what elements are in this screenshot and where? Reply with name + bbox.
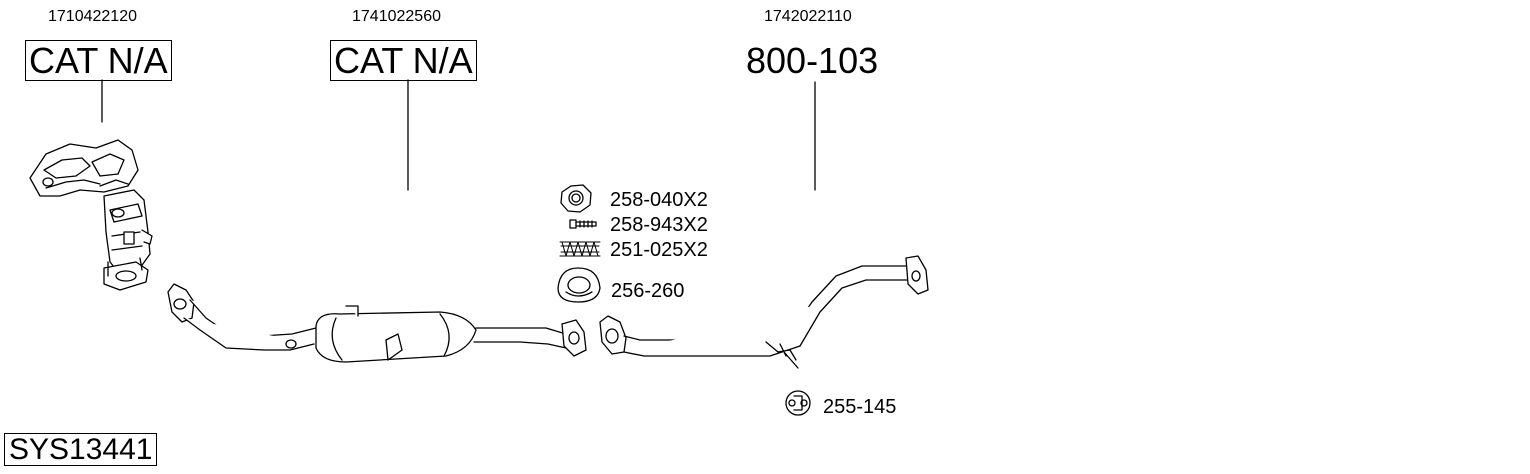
spring-icon [559, 241, 601, 257]
system-id-box: SYS13441 [4, 433, 158, 466]
part-box-manifold: CAT N/A [25, 40, 172, 81]
hardware-code-spring: 251-025X2 [610, 239, 708, 261]
hardware-code-nut: 258-040X2 [610, 189, 708, 211]
center-pipe-icon [599, 255, 929, 369]
gasket-ring-icon [557, 267, 601, 303]
hardware-code-hanger: 255-145 [823, 396, 897, 418]
oem-number-front-pipe: 1741022560 [352, 8, 441, 25]
hardware-code-bolt: 258-943X2 [610, 214, 708, 236]
oem-number-center-pipe: 1742022110 [764, 8, 852, 25]
oem-number-manifold: 1710422120 [48, 8, 137, 25]
part-box-front-pipe: CAT N/A [330, 40, 477, 81]
rubber-hanger-icon [785, 390, 811, 416]
front-pipe-with-catalyst-icon [167, 283, 587, 363]
bolt-icon [569, 219, 597, 229]
exhaust-manifold-icon [29, 139, 153, 291]
hardware-code-gasket: 256-260 [611, 280, 685, 302]
part-number-center-pipe: 800-103 [746, 40, 879, 81]
hex-nut-icon [560, 184, 592, 213]
